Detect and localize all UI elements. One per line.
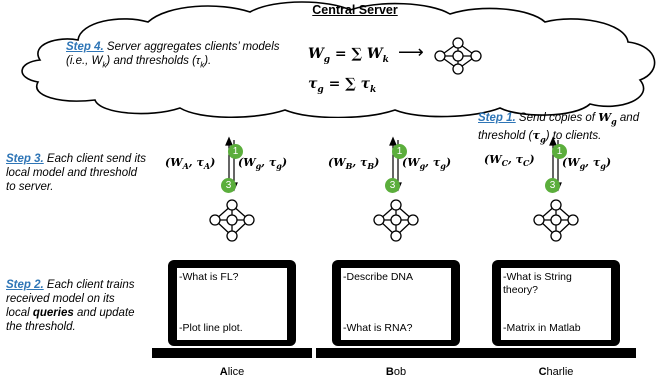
client-b-upload-label: (WB, τB): [328, 156, 380, 172]
client-b-query-2: -What is RNA?: [343, 322, 413, 334]
client-c-network-icon: [533, 199, 579, 242]
step4-label: Step 4.: [66, 41, 104, 53]
client-a-download-label: (Wg, τg): [238, 156, 288, 172]
step3-badge-c: 3: [545, 178, 560, 193]
client-c-download-label: (Wg, τg): [562, 156, 612, 172]
step1-text: Step 1. Send copies of Wg and threshold …: [478, 110, 640, 145]
client-c-laptop-icon: [476, 260, 636, 358]
server-cloud: [21, 1, 656, 118]
client-c-query-2: -Matrix in Matlab: [503, 322, 581, 334]
step2-text: Step 2. Each client trains received mode…: [6, 279, 135, 333]
aggregation-equation-tau: τg = ∑ τk: [308, 76, 377, 95]
client-b-name: Bob: [385, 366, 407, 378]
client-a-network-icon: [209, 199, 255, 242]
client-a-query-1: -What is FL?: [179, 271, 239, 283]
client-b-query-1: -Describe DNA: [343, 271, 414, 283]
aggregation-equation-w: Wg = ∑ Wk: [308, 46, 389, 65]
aggregate-arrow: ⟶: [398, 42, 424, 62]
client-c-upload-label: (WC, τC): [484, 153, 535, 169]
step1-badge-a: 1: [228, 144, 243, 159]
step3-badge-a: 3: [221, 178, 236, 193]
client-c-name: Charlie: [538, 366, 574, 378]
global-model-network-icon: [434, 37, 482, 75]
client-a-query-2: -Plot line plot.: [179, 322, 243, 334]
client-a-name: Alice: [219, 366, 245, 378]
step3-text: Step 3. Each client send its local model…: [6, 153, 146, 193]
step4-text: Step 4. Server aggregates clients’ model…: [66, 41, 280, 70]
step3-badge-b: 3: [385, 178, 400, 193]
client-a-upload-label: (WA, τA): [165, 156, 216, 172]
server-title: Central Server: [312, 3, 398, 17]
step1-badge-c: 1: [552, 144, 567, 159]
step1-badge-b: 1: [392, 144, 407, 159]
client-b-laptop-icon: [316, 260, 476, 358]
client-a-laptop-icon: [152, 260, 312, 358]
client-b-download-label: (Wg, τg): [402, 156, 452, 172]
client-b-network-icon: [373, 199, 419, 242]
client-c-query-1: -What is String theory?: [503, 271, 572, 296]
